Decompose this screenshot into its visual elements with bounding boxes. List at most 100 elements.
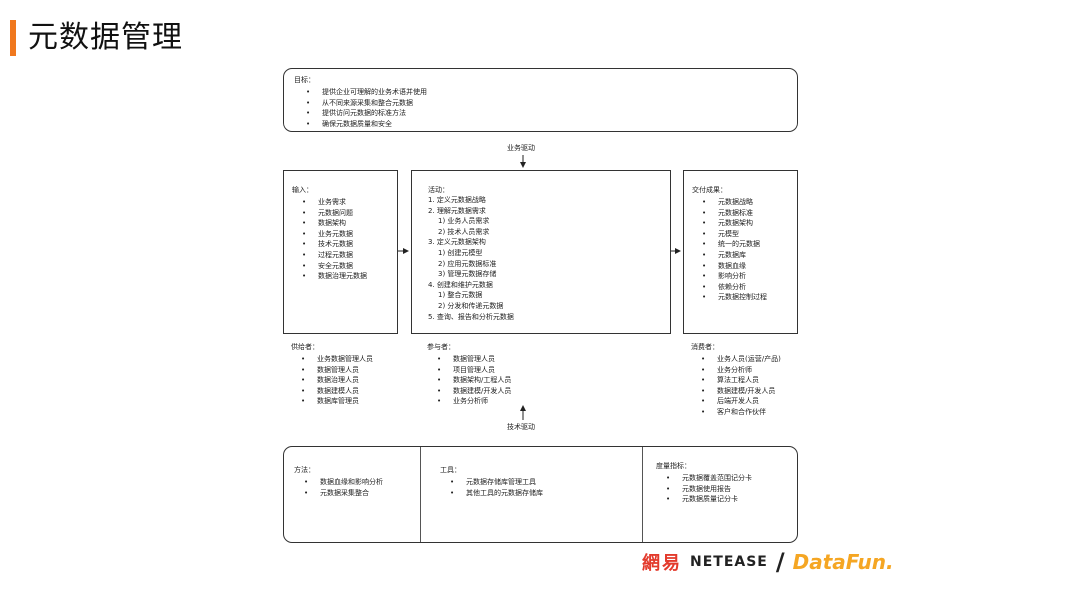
list-item: 业务元数据 xyxy=(302,229,389,240)
list-item: 业务分析师 xyxy=(437,396,511,407)
list-item: 元数据覆盖范围记分卡 xyxy=(666,473,752,484)
consumers-heading: 消费者： xyxy=(691,343,719,351)
participants-heading: 参与者： xyxy=(427,343,455,351)
deliverables-list: 元数据战略元数据标准元数据架构元模型统一的元数据元数据库数据血缘影响分析依赖分析… xyxy=(692,197,789,303)
tools-section: 工具： 元数据存储库管理工具其他工具的元数据存储库 xyxy=(440,465,543,498)
list-item: 数据血缘和影响分析 xyxy=(304,477,383,488)
list-item: 统一的元数据 xyxy=(702,239,789,250)
list-item: 业务数据管理人员 xyxy=(301,354,373,365)
bottom-box: 方法： 数据血缘和影响分析元数据采集整合 工具： 元数据存储库管理工具其他工具的… xyxy=(283,446,798,543)
list-item: 元数据存储库管理工具 xyxy=(450,477,543,488)
deliverables-box: 交付成果： 元数据战略元数据标准元数据架构元模型统一的元数据元数据库数据血缘影响… xyxy=(683,170,798,334)
methods-section: 方法： 数据血缘和影响分析元数据采集整合 xyxy=(294,465,383,498)
activity-substep: 1) 创建元模型 xyxy=(438,248,483,257)
list-item: 影响分析 xyxy=(702,271,789,282)
tech-driver-label: 技术驱动 xyxy=(507,423,535,431)
goals-list: 提供企业可理解的业务术语并使用从不同来源采集和整合元数据提供访问元数据的标准方法… xyxy=(294,87,787,129)
list-item: 数据治理元数据 xyxy=(302,271,389,282)
list-item: 数据库管理员 xyxy=(301,396,373,407)
list-item: 数据治理人员 xyxy=(301,375,373,386)
consumers-list: 业务人员(运营/产品)业务分析师算法工程人员数据建模/开发人员后端开发人员客户和… xyxy=(691,354,781,418)
metrics-section: 度量指标： 元数据覆盖范围记分卡元数据使用报告元数据质量记分卡 xyxy=(656,461,752,505)
activity-step: 3. 定义元数据架构 xyxy=(428,238,486,247)
list-item: 提供访问元数据的标准方法 xyxy=(306,108,787,119)
activity-substep: 1) 整合元数据 xyxy=(438,291,483,300)
activity-step: 1. 定义元数据战略 xyxy=(428,196,486,204)
list-item: 安全元数据 xyxy=(302,261,389,272)
logo-separator: / xyxy=(775,548,785,576)
list-item: 过程元数据 xyxy=(302,250,389,261)
list-item: 元数据战略 xyxy=(702,197,789,208)
list-item: 数据架构 xyxy=(302,218,389,229)
title-accent-bar xyxy=(10,20,16,56)
datafun-logo: DataFun. xyxy=(792,550,894,574)
list-item: 元数据架构 xyxy=(702,218,789,229)
metrics-heading: 度量指标： xyxy=(656,462,691,470)
list-item: 客户和合作伙伴 xyxy=(701,407,781,418)
list-item: 确保元数据质量和安全 xyxy=(306,119,787,130)
list-item: 业务人员(运营/产品) xyxy=(701,354,781,365)
list-item: 数据管理人员 xyxy=(437,354,511,365)
participants-section: 参与者： 数据管理人员项目管理人员数据架构/工程人员数据建模/开发人员业务分析师 xyxy=(427,342,511,407)
list-item: 元数据使用报告 xyxy=(666,484,752,495)
tools-list: 元数据存储库管理工具其他工具的元数据存储库 xyxy=(440,477,543,498)
consumers-section: 消费者： 业务人员(运营/产品)业务分析师算法工程人员数据建模/开发人员后端开发… xyxy=(691,342,781,418)
list-item: 数据血缘 xyxy=(702,261,789,272)
list-item: 元数据问题 xyxy=(302,208,389,219)
list-item: 提供企业可理解的业务术语并使用 xyxy=(306,87,787,98)
activities-heading: 活动： xyxy=(428,186,449,194)
list-item: 后端开发人员 xyxy=(701,396,781,407)
list-item: 技术元数据 xyxy=(302,239,389,250)
participants-list: 数据管理人员项目管理人员数据架构/工程人员数据建模/开发人员业务分析师 xyxy=(427,354,511,407)
list-item: 算法工程人员 xyxy=(701,375,781,386)
bottom-divider-2 xyxy=(642,447,643,542)
list-item: 其他工具的元数据存储库 xyxy=(450,488,543,499)
methods-heading: 方法： xyxy=(294,466,315,474)
inputs-heading: 输入： xyxy=(292,186,313,194)
bottom-divider-1 xyxy=(420,447,421,542)
inputs-box: 输入： 业务需求元数据问题数据架构业务元数据技术元数据过程元数据安全元数据数据治… xyxy=(283,170,398,334)
list-item: 数据建模/开发人员 xyxy=(701,386,781,397)
list-item: 数据管理人员 xyxy=(301,365,373,376)
list-item: 元数据质量记分卡 xyxy=(666,494,752,505)
list-item: 从不同来源采集和整合元数据 xyxy=(306,98,787,109)
goals-heading: 目标： xyxy=(294,76,315,84)
suppliers-list: 业务数据管理人员数据管理人员数据治理人员数据建模人员数据库管理员 xyxy=(291,354,373,407)
list-item: 元数据控制过程 xyxy=(702,292,789,303)
suppliers-section: 供给者： 业务数据管理人员数据管理人员数据治理人员数据建模人员数据库管理员 xyxy=(291,342,373,407)
list-item: 数据建模人员 xyxy=(301,386,373,397)
business-driver-label: 业务驱动 xyxy=(507,144,535,152)
methods-list: 数据血缘和影响分析元数据采集整合 xyxy=(294,477,383,498)
footer-logo: 網易 NETEASE / DataFun. xyxy=(642,548,894,576)
activity-step: 2. 理解元数据需求 xyxy=(428,206,486,215)
activity-substep: 1) 业务人员需求 xyxy=(438,217,490,226)
deliverables-heading: 交付成果： xyxy=(692,186,727,194)
list-item: 数据架构/工程人员 xyxy=(437,375,511,386)
list-item: 元数据库 xyxy=(702,250,789,261)
netease-logo-en: NETEASE xyxy=(690,554,768,570)
netease-logo-cn: 網易 xyxy=(642,553,682,574)
suppliers-heading: 供给者： xyxy=(291,343,319,351)
metrics-list: 元数据覆盖范围记分卡元数据使用报告元数据质量记分卡 xyxy=(656,473,752,505)
list-item: 元模型 xyxy=(702,229,789,240)
activity-substep: 2) 技术人员需求 xyxy=(438,227,490,236)
activity-substep: 2) 分发和传递元数据 xyxy=(438,301,504,310)
goals-box: 目标： 提供企业可理解的业务术语并使用从不同来源采集和整合元数据提供访问元数据的… xyxy=(283,68,798,132)
activity-step: 5. 查询、报告和分析元数据 xyxy=(428,312,514,321)
list-item: 数据建模/开发人员 xyxy=(437,386,511,397)
page-title: 元数据管理 xyxy=(28,20,183,55)
list-item: 元数据标准 xyxy=(702,208,789,219)
list-item: 业务需求 xyxy=(302,197,389,208)
list-item: 项目管理人员 xyxy=(437,365,511,376)
inputs-list: 业务需求元数据问题数据架构业务元数据技术元数据过程元数据安全元数据数据治理元数据 xyxy=(292,197,389,282)
activity-step: 4. 创建和维护元数据 xyxy=(428,280,493,289)
activity-substep: 2) 应用元数据标准 xyxy=(438,259,497,268)
activity-substep: 3) 管理元数据存储 xyxy=(438,270,497,279)
list-item: 依赖分析 xyxy=(702,282,789,293)
list-item: 元数据采集整合 xyxy=(304,488,383,499)
list-item: 业务分析师 xyxy=(701,365,781,376)
tools-heading: 工具： xyxy=(440,466,461,474)
